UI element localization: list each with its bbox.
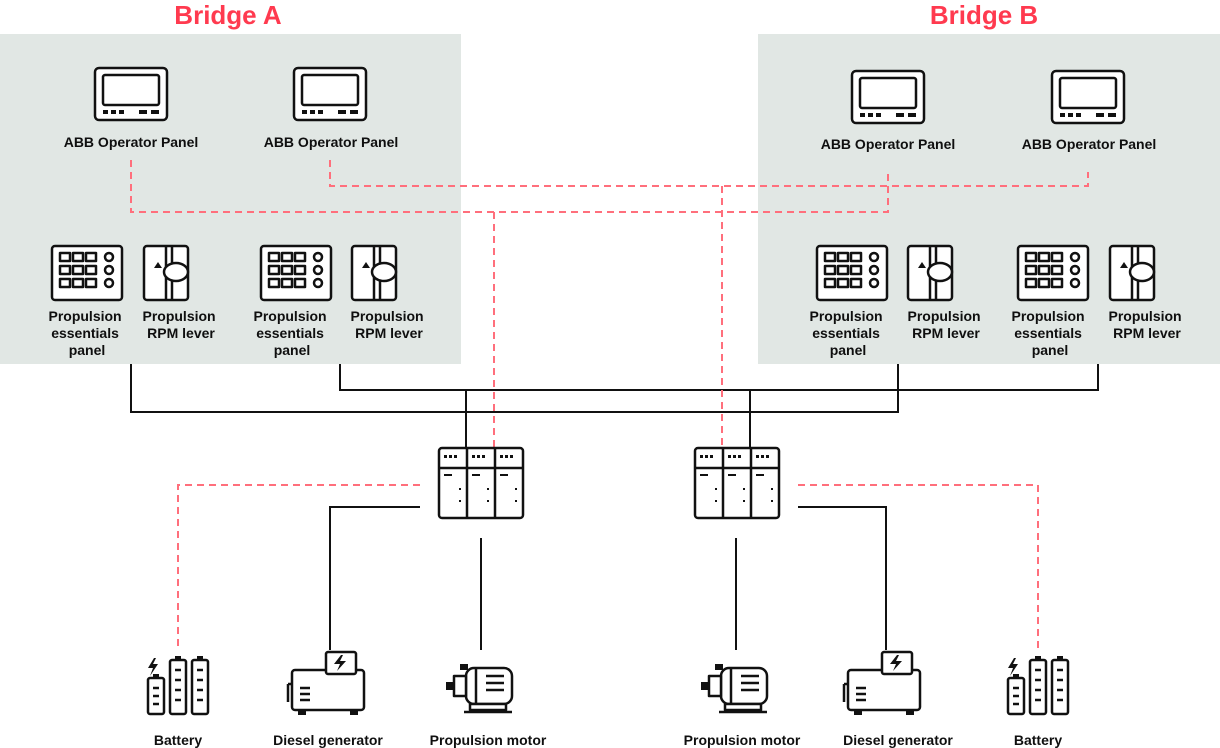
diesel-generator-label: Diesel generator (273, 732, 383, 748)
operator-panel-icon (292, 66, 368, 122)
propulsion-panel-icon (50, 244, 124, 302)
pep-label-line2: essentials (51, 325, 119, 341)
propulsion-motor-label: Propulsion motor (684, 732, 801, 748)
control-bus-lines (130, 364, 1099, 650)
svg-text:Propulsion essentials: Propulsion essentials panel (1011, 308, 1088, 358)
diesel-generator-icon (842, 650, 922, 717)
rpm-label-line1: Propulsion (907, 308, 980, 324)
battery-label: Battery (154, 732, 202, 748)
bridge-a-area (0, 34, 461, 364)
dashed-network-links (130, 160, 1089, 650)
propulsion-motor-right: Propulsion motor (684, 662, 801, 748)
svg-text:Propulsion essentials: Propulsion essentials panel (809, 308, 886, 358)
rpm-label-line1: Propulsion (142, 308, 215, 324)
propulsion-rpm-lever-b2: Propulsion RPM lever (1108, 244, 1185, 341)
propulsion-essentials-panel-b2: Propulsion essentials panel (1011, 244, 1090, 358)
propulsion-essentials-panel-a2: Propulsion essentials panel (253, 244, 333, 358)
rpm-label-line2: RPM lever (147, 325, 215, 341)
propulsion-motor-icon (699, 662, 769, 714)
operator-panel-label: ABB Operator Panel (64, 134, 199, 150)
propulsion-motor-left: Propulsion motor (430, 662, 547, 748)
svg-text:Propulsion essentials: Propulsion essentials panel (253, 308, 330, 358)
pep-label-line2: essentials (1014, 325, 1082, 341)
pep-label-line1: Propulsion (48, 308, 121, 324)
propulsion-essentials-panel-a1: Propulsion essentials panel (48, 244, 125, 358)
svg-text:Propulsion RPM lever: Propulsion RPM lever (1108, 308, 1185, 341)
battery-label: Battery (1014, 732, 1062, 748)
propulsion-rpm-lever-a1: Propulsion RPM lever (142, 244, 219, 341)
pep-label-line2: essentials (812, 325, 880, 341)
operator-panel-icon (1050, 69, 1126, 125)
operator-panel-a1: ABB Operator Panel (64, 66, 199, 150)
operator-panel-b1: ABB Operator Panel (821, 69, 956, 152)
diesel-generator-label: Diesel generator (843, 732, 953, 748)
svg-text:Propulsion essentials: Propulsion essentials panel (48, 308, 125, 358)
rpm-lever-icon (142, 244, 190, 302)
rpm-lever-icon (350, 244, 398, 302)
rpm-lever-icon (906, 244, 954, 302)
operator-panel-label: ABB Operator Panel (821, 136, 956, 152)
propulsion-panel-icon (259, 244, 333, 302)
battery-icon (146, 654, 210, 716)
propulsion-rpm-lever-b1: Propulsion RPM lever (906, 244, 984, 341)
pep-label-line3: panel (274, 342, 311, 358)
controller-cabinet-icon (693, 446, 781, 520)
bridge-b-title: Bridge B (930, 0, 1038, 30)
pep-label-line3: panel (1032, 342, 1069, 358)
bridge-b-area (758, 34, 1220, 364)
rpm-label-line2: RPM lever (355, 325, 423, 341)
operator-panel-icon (850, 69, 926, 125)
diesel-generator-right: Diesel generator (842, 650, 953, 748)
rpm-label-line2: RPM lever (1113, 325, 1181, 341)
svg-text:Propulsion RPM lever: Propulsion RPM lever (350, 308, 427, 341)
pep-label-line1: Propulsion (1011, 308, 1084, 324)
pep-label-line3: panel (69, 342, 106, 358)
pep-label-line2: essentials (256, 325, 324, 341)
operator-panel-icon (93, 66, 169, 122)
pep-label-line1: Propulsion (809, 308, 882, 324)
propulsion-panel-icon (815, 244, 889, 302)
rpm-label-line2: RPM lever (912, 325, 980, 341)
operator-panel-b2: ABB Operator Panel (1022, 69, 1157, 152)
diesel-generator-left: Diesel generator (273, 650, 383, 748)
diesel-generator-icon (286, 650, 366, 717)
propulsion-rpm-lever-a2: Propulsion RPM lever (350, 244, 427, 341)
battery-right: Battery (1006, 654, 1070, 748)
bridge-a-title: Bridge A (174, 0, 282, 30)
pep-label-line1: Propulsion (253, 308, 326, 324)
rpm-label-line1: Propulsion (1108, 308, 1181, 324)
rpm-label-line1: Propulsion (350, 308, 423, 324)
battery-left: Battery (146, 654, 210, 748)
propulsion-motor-label: Propulsion motor (430, 732, 547, 748)
svg-text:Propulsion RPM lever: Propulsion RPM lever (907, 308, 984, 341)
operator-panel-label: ABB Operator Panel (264, 134, 399, 150)
controller-cabinet-icon (437, 446, 525, 520)
operator-panel-label: ABB Operator Panel (1022, 136, 1157, 152)
propulsion-essentials-panel-b1: Propulsion essentials panel (809, 244, 889, 358)
battery-icon (1006, 654, 1070, 716)
propulsion-motor-icon (444, 662, 514, 714)
propulsion-panel-icon (1016, 244, 1090, 302)
svg-text:Propulsion RPM lever: Propulsion RPM lever (142, 308, 219, 341)
pep-label-line3: panel (830, 342, 867, 358)
operator-panel-a2: ABB Operator Panel (264, 66, 399, 150)
rpm-lever-icon (1108, 244, 1156, 302)
